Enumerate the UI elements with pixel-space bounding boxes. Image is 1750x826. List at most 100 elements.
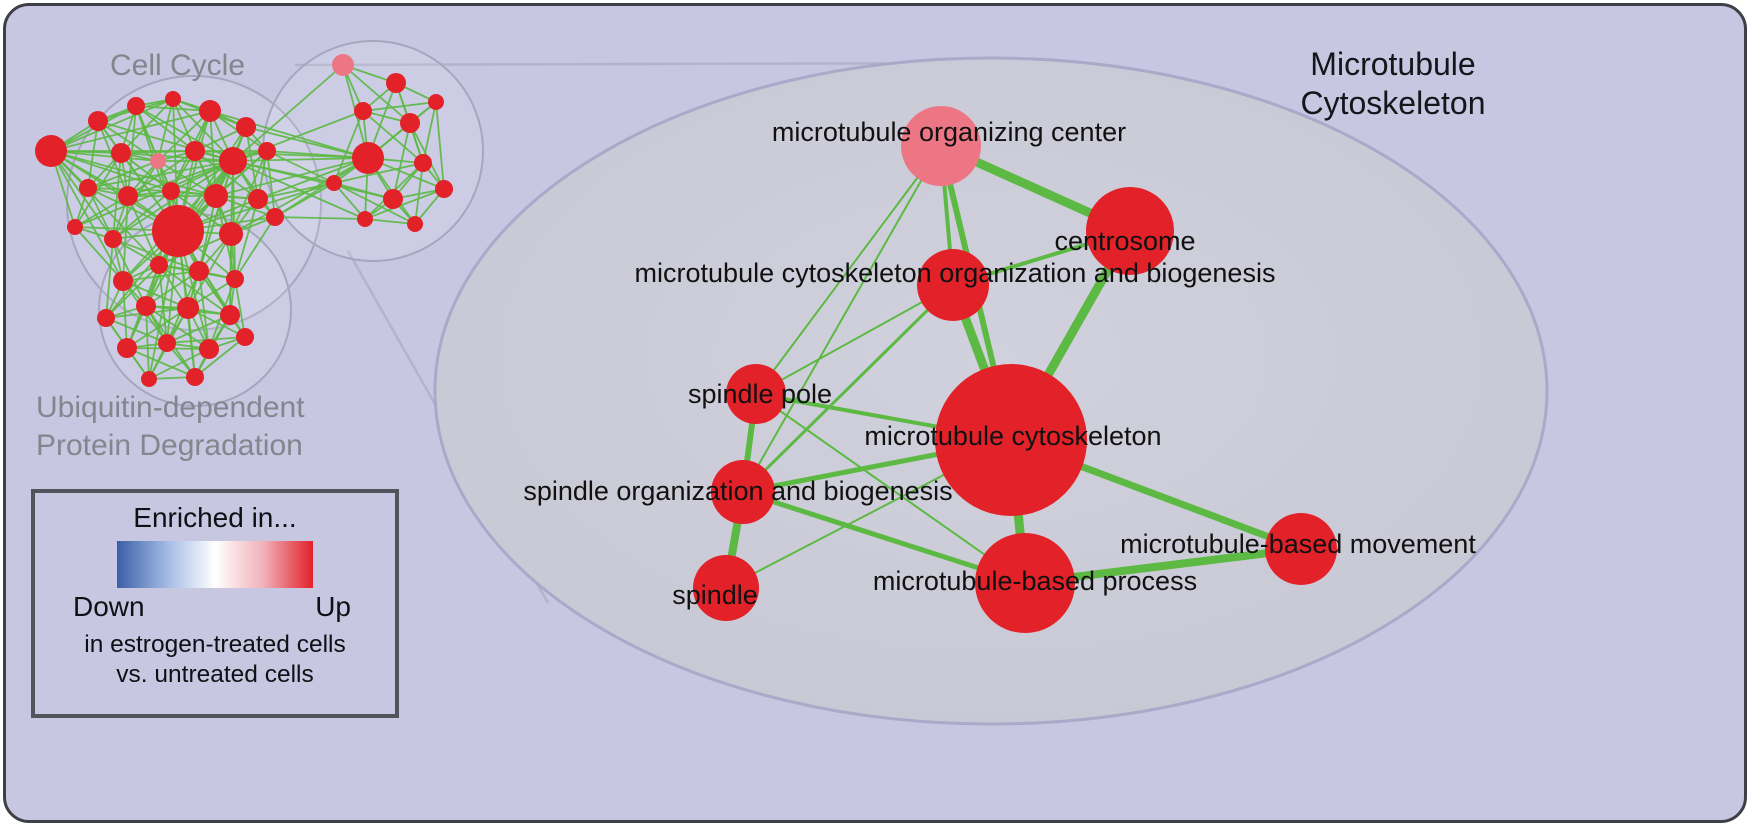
overview-edge [187,233,232,309]
detail-edge-moc-spindle_pole [755,145,942,395]
overview-edge [87,120,99,189]
overview-edge [122,280,128,349]
overview-edge [158,264,168,344]
overview-edge [126,307,189,349]
detail-node-spindle [693,555,759,621]
overview-edge [50,150,172,192]
overview-edge [274,216,366,220]
detail-node-label-moc: microtubule organizing center [772,117,1126,147]
overview-node [136,296,156,316]
overview-node [383,189,403,209]
overview-edge [112,190,172,240]
overview-node [97,309,115,327]
overview-edge [122,280,189,309]
overview-edge [120,150,196,154]
overview-node [219,222,243,246]
overview-node [35,135,67,167]
detail-node-label-centrosome: centrosome [1054,226,1195,256]
overview-edge [105,238,114,319]
overview-node [199,339,219,359]
overview-node [414,154,432,172]
overview-edge [230,157,369,235]
detail-node-spindle_pole [726,364,786,424]
detail-node-sob [711,460,775,524]
overview-edge [112,152,122,240]
overview-edge [105,317,168,344]
overview-node [236,117,256,137]
detail-node-mbm [1265,513,1337,585]
overview-node [386,73,406,93]
overview-edge [87,187,114,240]
overview-node [226,270,244,288]
overview-node [158,334,176,352]
overview-node [162,182,180,200]
overview-edge [74,195,129,228]
overview-edge [234,216,276,280]
overview-edge [422,101,437,164]
overview-edge [87,160,234,189]
overview-edge [105,264,160,319]
overview-edge [215,157,369,197]
overview-node [354,102,372,120]
overview-edge [257,157,369,200]
overview-node [88,111,108,131]
overview-edge [170,190,232,235]
overview-node [357,211,373,227]
overview-edge [112,238,200,272]
overview-node [326,175,342,191]
overview-node [407,216,423,232]
detail-node-label-mbm: microtubule-based movement [1120,529,1476,559]
overview-edge [232,64,344,162]
overview-node [220,305,240,325]
overview-edge [50,150,160,266]
overview-node [67,219,83,235]
detail-node-mcob [917,249,989,321]
overview-edge [232,110,364,162]
overview-edge [245,126,259,200]
overview-edge [187,307,196,378]
detail-edge-mcob-sob [741,283,955,494]
overview-edge [266,150,276,218]
overview-edge [333,110,364,184]
overview-edge [209,110,369,159]
overview-node [204,184,228,208]
detail-node-mbp [975,533,1075,633]
overview-node [127,97,145,115]
overview-node [113,271,133,291]
overview-node [185,141,205,161]
overview-edge [158,264,231,316]
overview-edge [342,64,411,124]
overview-edge [122,195,129,282]
overview-edge [157,98,174,162]
overview-edge [234,278,246,338]
overview-node [152,205,204,257]
overview-edge [50,150,114,240]
overview-edge [274,182,335,218]
overview-node [435,180,453,198]
overview-node [150,153,166,169]
overview-edge [112,238,147,307]
overview-node [352,142,384,174]
overview-node [236,328,254,346]
overview-node [141,371,157,387]
overview-node [111,143,131,163]
overview-edge [126,347,196,378]
overview-edge [234,198,259,280]
overview-edge [364,188,445,220]
detail-node-label-mbp: microtubule-based process [873,566,1197,596]
overview-edge [120,98,174,154]
legend-up-label: Up [315,591,351,622]
overview-edge [362,101,437,112]
overview-edge [50,150,159,162]
overview-node [199,100,221,122]
detail-node-label-spindle: spindle [672,580,758,610]
overview-node [219,147,247,175]
detail-node-centrosome [1086,187,1174,275]
overview-node [118,186,138,206]
overview-edge [145,270,200,307]
overview-node [150,256,168,274]
figure-frame: microtubule organizing center centrosome m… [3,3,1747,823]
overview-node [165,91,181,107]
legend-down-label: Down [73,591,145,622]
overview-edge [87,160,159,189]
